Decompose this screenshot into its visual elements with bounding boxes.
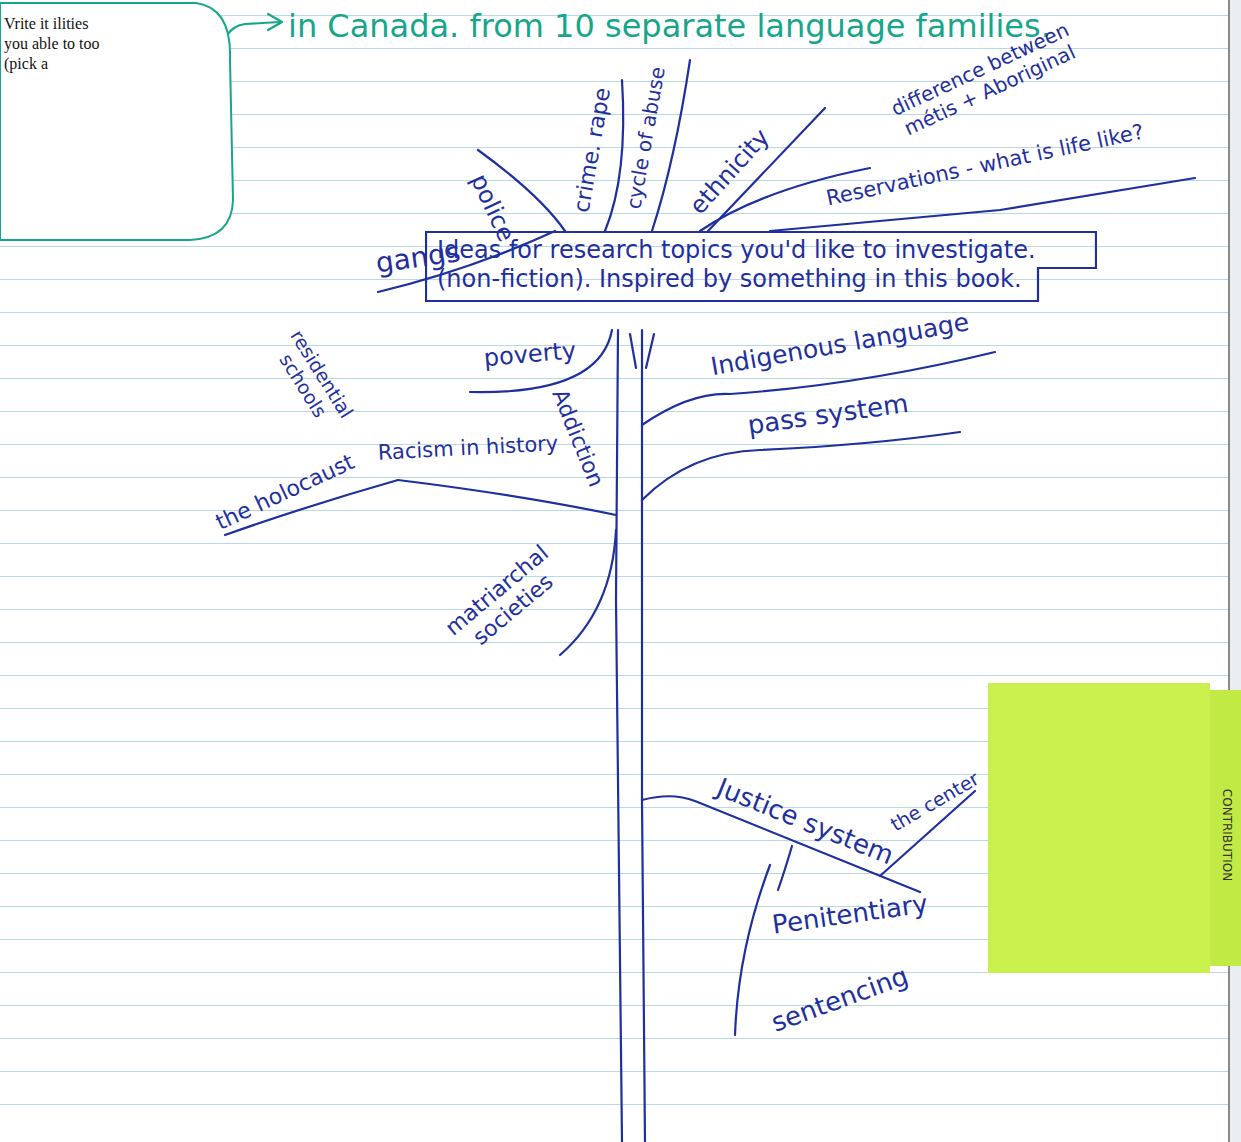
printed-instruction: Vrite it ilities you able to too (pick a xyxy=(0,0,100,74)
notebook-edge xyxy=(1228,0,1230,1142)
margin-note: in Canada. from 10 separate language fam… xyxy=(288,6,1088,46)
topic-word: Indigenous language xyxy=(709,308,972,382)
callout-bubble: Vrite it ilities you able to too (pick a xyxy=(0,0,236,242)
topic-word: the holocaust xyxy=(212,449,358,535)
topic-word: pass system xyxy=(746,389,910,441)
topic-word: sentencing xyxy=(768,961,913,1038)
topic-word: matriarchal societies xyxy=(431,532,578,667)
heading-text: Ideas for research topics you'd like to … xyxy=(425,231,1097,300)
topic-word: Justice system xyxy=(712,773,897,871)
tree-branches xyxy=(225,60,1195,1142)
box-border xyxy=(426,232,1096,301)
sticky-note xyxy=(988,683,1210,973)
tab-label: CONTRIBUTION xyxy=(1219,789,1233,881)
topic-word: Penitentiary xyxy=(770,889,929,940)
topic-word: residential schools xyxy=(260,315,363,444)
page-stack xyxy=(1230,0,1241,1142)
topic-word: ethnicity xyxy=(685,124,776,220)
topic-word: crime. rape xyxy=(569,86,616,215)
topic-word: Reservations - what is life like? xyxy=(824,120,1146,211)
topic-word: poverty xyxy=(483,337,577,373)
sticky-tab xyxy=(1210,690,1241,966)
topic-word: cycle of abuse xyxy=(622,65,670,211)
topic-word: police xyxy=(464,170,519,246)
topic-word: Racism in history xyxy=(377,431,559,465)
heading-box: Ideas for research topics you'd like to … xyxy=(425,231,1097,302)
